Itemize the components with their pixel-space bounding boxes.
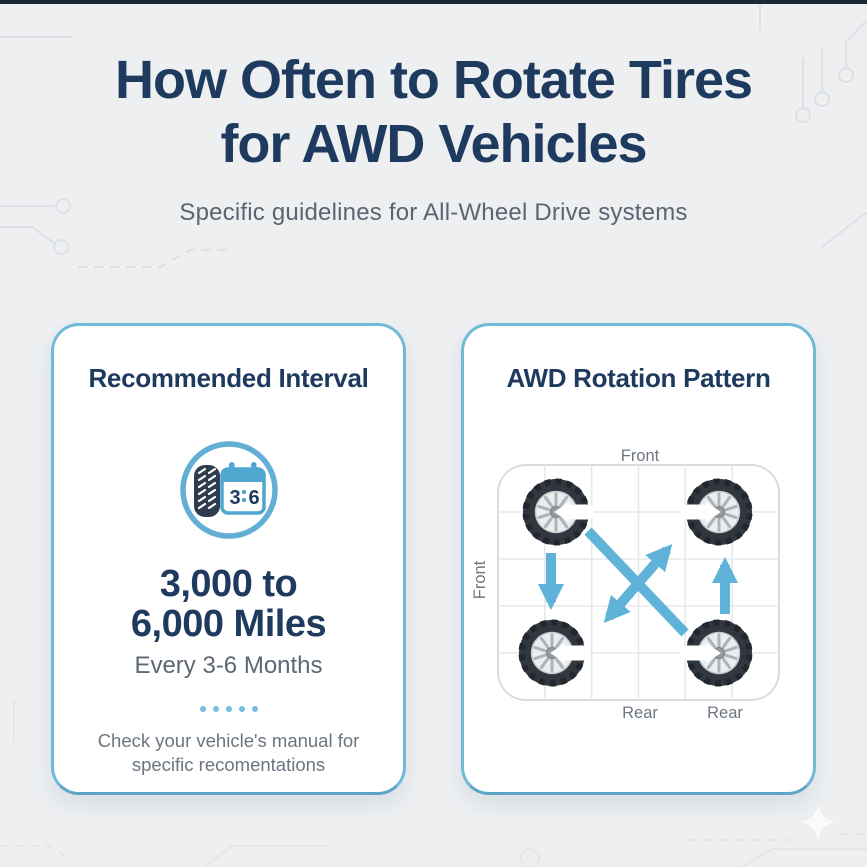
rotation-pattern-diagram: Front Front Rear Rear — [471, 447, 780, 722]
mileage-value: 3,000 to 6,000 Miles — [130, 563, 327, 645]
calendar-digit-left: 3 — [229, 487, 240, 509]
manual-note-line2: specific recomentations — [131, 753, 326, 775]
manual-note: Check your vehicle's manual for specific… — [98, 729, 360, 776]
top-edge-bar — [0, 0, 867, 4]
arrow-rear-left-front-right-cross — [603, 543, 673, 624]
page-title: How Often to Rotate Tires for AWD Vehicl… — [0, 48, 867, 176]
calendar-icon: 3 6 — [219, 462, 266, 515]
frequency-text: Every 3-6 Months — [134, 652, 323, 679]
label-rear-bottom-left: Rear — [622, 704, 658, 722]
mileage-line2: 6,000 Miles — [130, 603, 327, 645]
page-subtitle: Specific guidelines for All-Wheel Drive … — [179, 199, 688, 226]
page-title-line1: How Often to Rotate Tires — [114, 50, 753, 110]
tire-and-calendar-icon: 3 6 — [179, 441, 278, 539]
manual-note-line1: Check your vehicle's manual for — [97, 730, 360, 751]
page-title-line2: for AWD Vehicles — [220, 114, 647, 174]
sparkle-icon — [796, 800, 840, 844]
label-front-top: Front — [621, 447, 660, 465]
pattern-card-title: AWD Rotation Pattern — [506, 363, 771, 393]
tire-icon — [193, 465, 220, 517]
recommended-interval-card: Recommended Interval 3 6 — [51, 323, 406, 795]
label-front-left: Front — [471, 560, 489, 599]
awd-rotation-pattern-card: AWD Rotation Pattern — [461, 323, 816, 795]
label-rear-bottom-right: Rear — [707, 704, 743, 722]
mileage-line1: 3,000 to — [159, 563, 298, 605]
calendar-digit-right: 6 — [248, 487, 259, 509]
interval-card-title: Recommended Interval — [88, 363, 369, 393]
dotted-divider — [199, 706, 258, 712]
